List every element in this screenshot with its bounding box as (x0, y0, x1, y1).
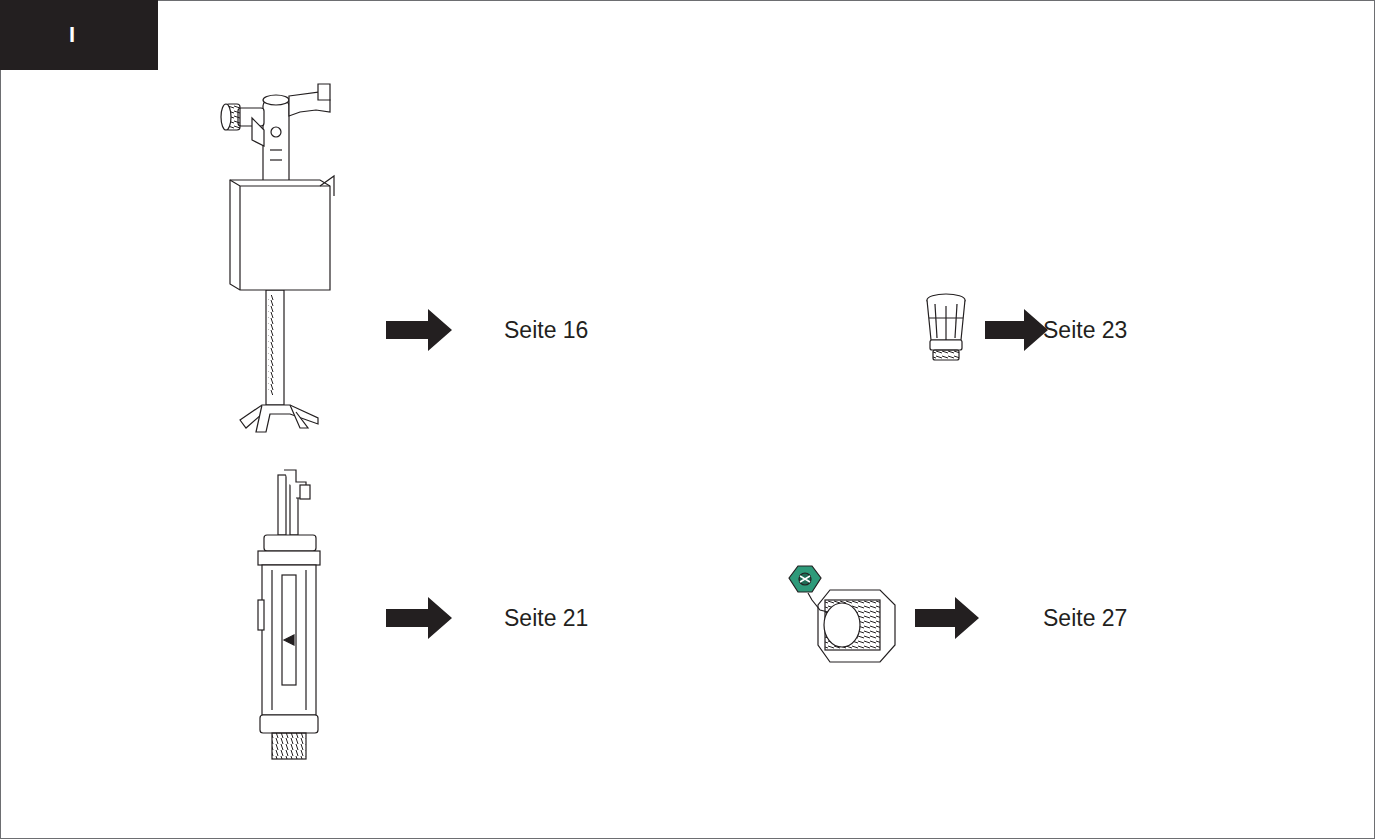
flush-valve (258, 470, 320, 759)
section-tab (0, 0, 158, 70)
fill-valve (221, 84, 334, 432)
page-reference: Seite 27 (1043, 605, 1127, 632)
flow-restrictor (789, 566, 895, 662)
page-reference: Seite 23 (1043, 317, 1127, 344)
section-letter: I (69, 22, 75, 48)
pointer-arrow (386, 309, 1048, 639)
strainer (927, 294, 965, 360)
page-reference: Seite 21 (504, 605, 588, 632)
page-reference: Seite 16 (504, 317, 588, 344)
